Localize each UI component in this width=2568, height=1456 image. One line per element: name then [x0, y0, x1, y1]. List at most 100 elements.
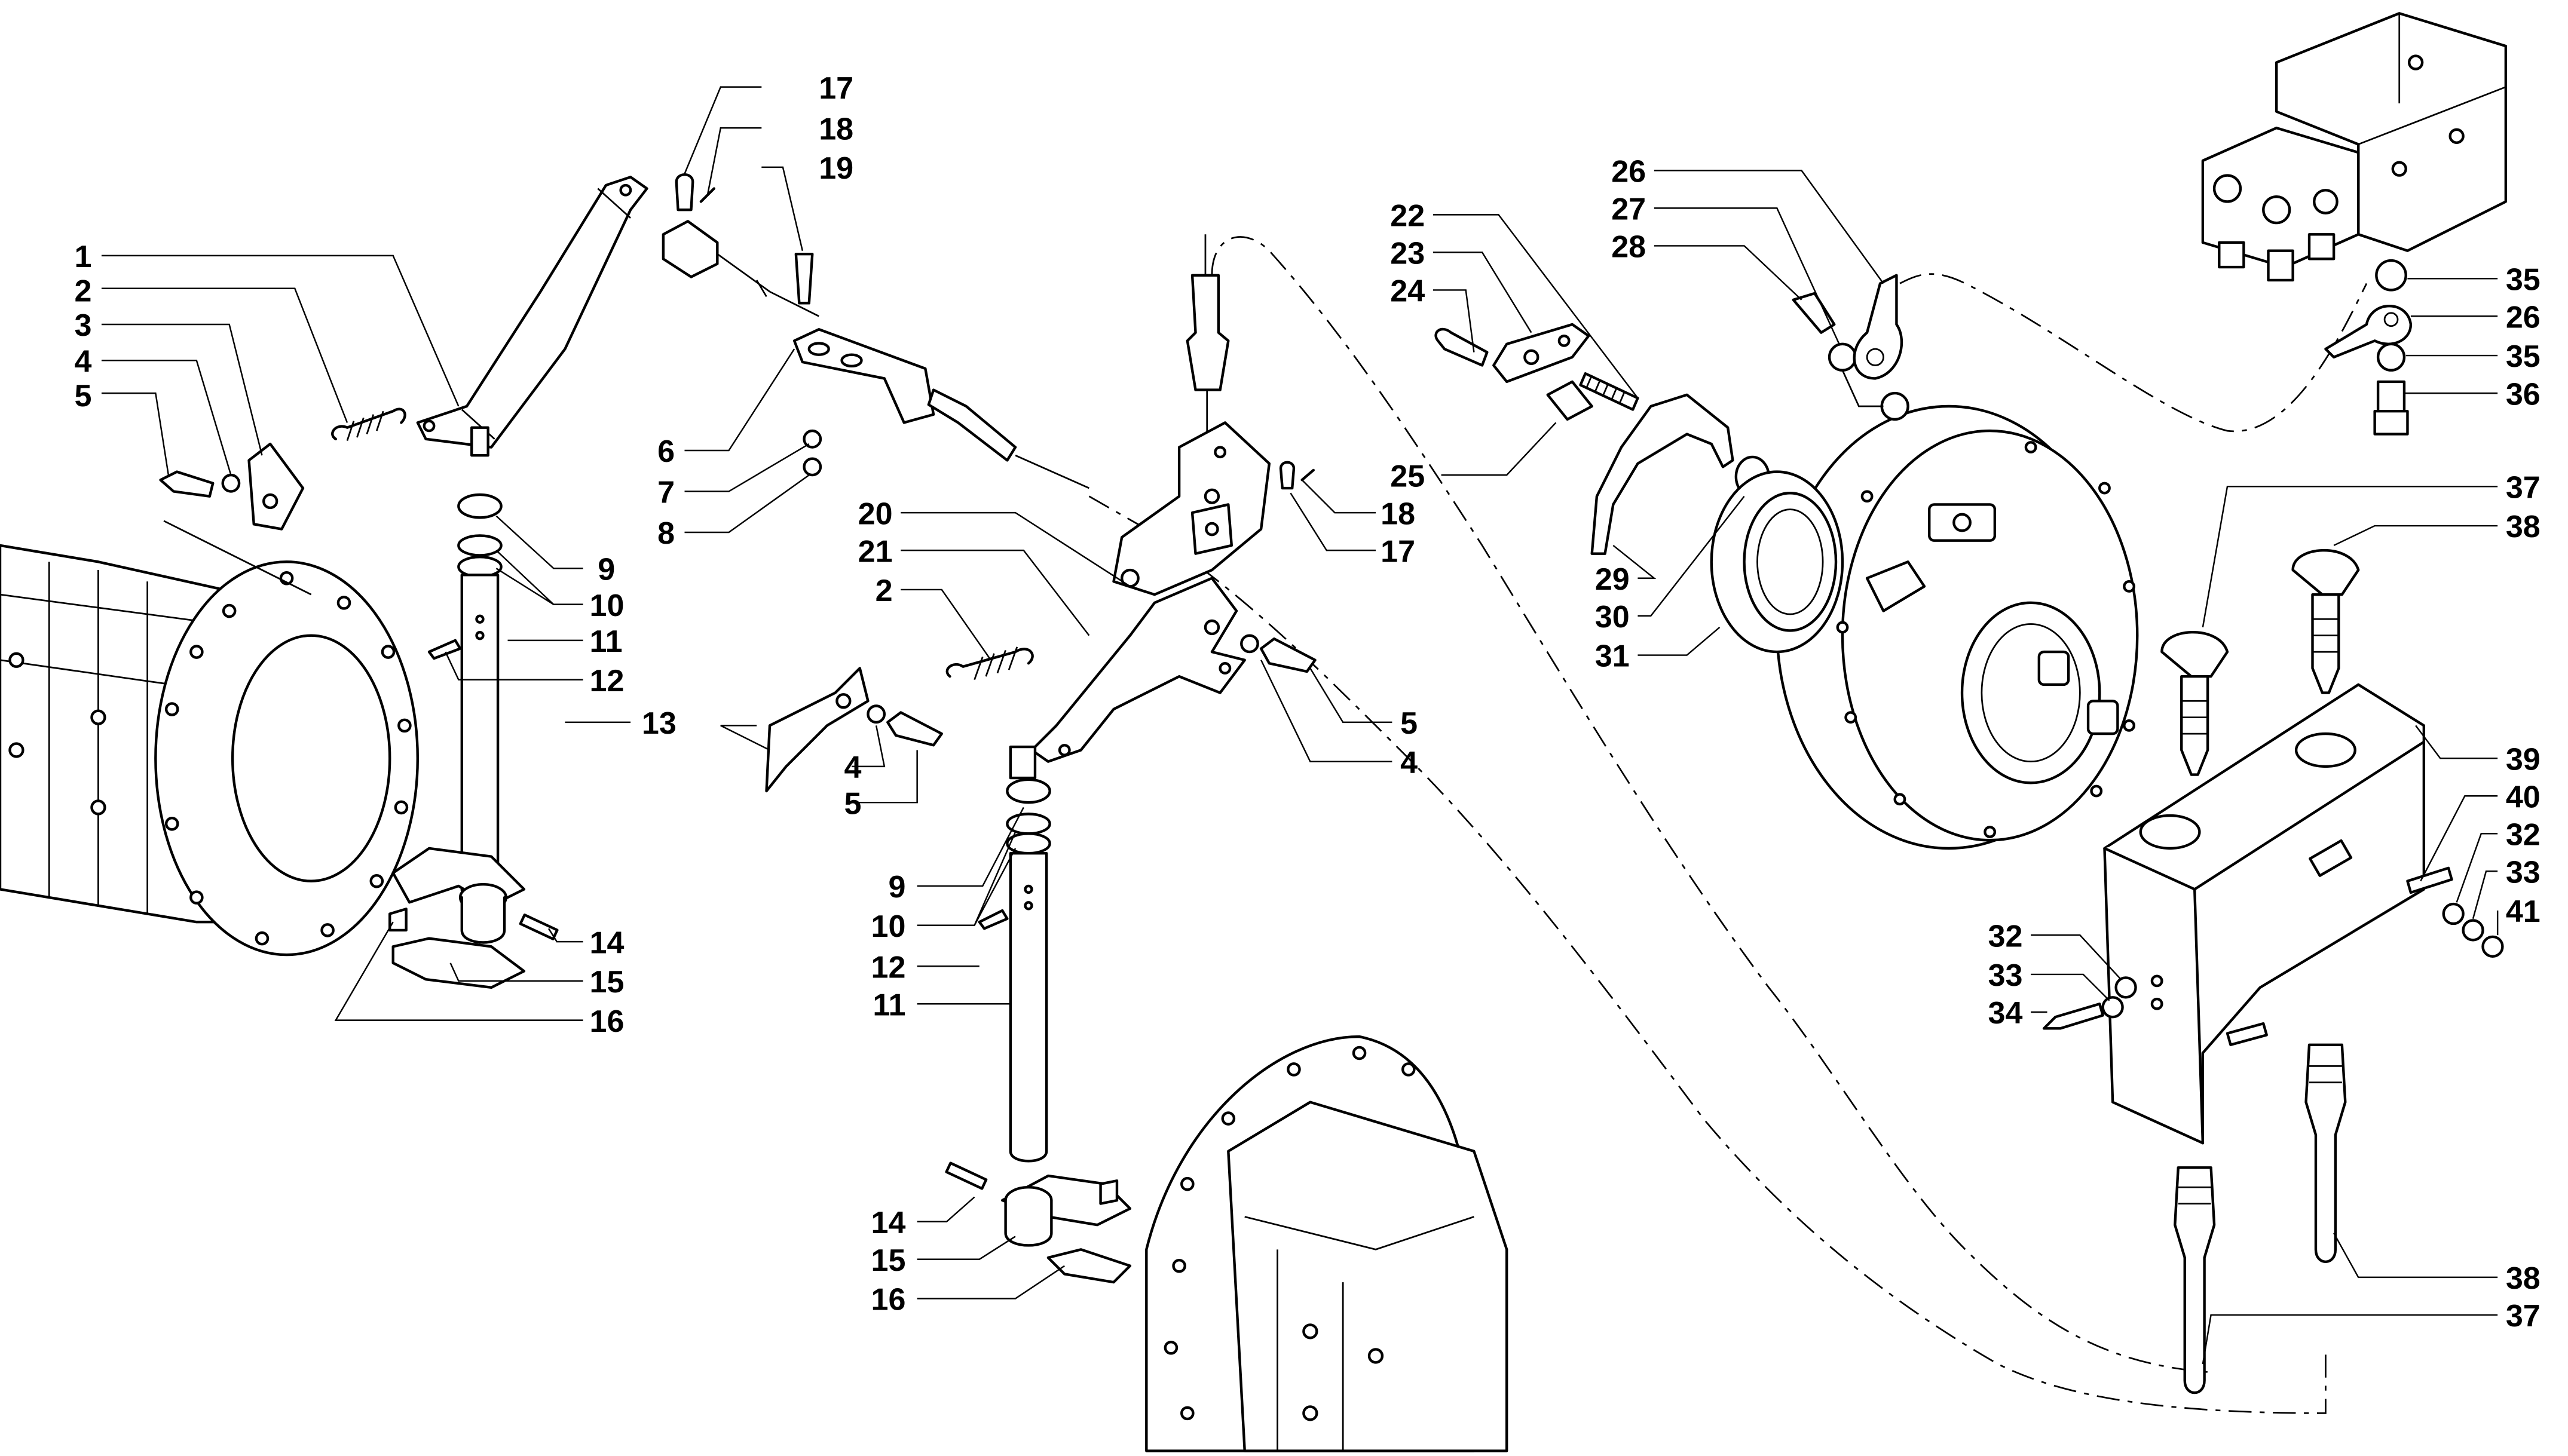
callout-26b: 26 [2506, 300, 2541, 335]
callout-32b: 32 [1988, 919, 2023, 954]
part-21-lever [1030, 577, 1246, 763]
diff-housing-lug [1865, 560, 1926, 612]
part-10-oring-a [457, 534, 503, 557]
part-12b-rollpin [978, 909, 1009, 930]
part-33b-washer [2101, 996, 2124, 1019]
differential-housing [1776, 404, 2139, 850]
callout-18: 18 [819, 112, 853, 146]
part-9b-snapring [1006, 778, 1051, 804]
callout-10b: 10 [871, 909, 906, 944]
callout-5b: 5 [844, 786, 862, 821]
left-axle-housing [0, 520, 420, 957]
callout-12b: 12 [871, 950, 906, 985]
callout-4: 4 [75, 344, 92, 379]
part-5b-bolt [886, 711, 943, 747]
callout-41: 41 [2506, 894, 2541, 929]
diff-housing-bore [1960, 601, 2101, 784]
part-10-oring-b [457, 555, 503, 578]
part-4c-washer [1240, 634, 1259, 654]
part-35-washer [2375, 259, 2407, 292]
part-5c-bolt [1259, 637, 1317, 673]
callout-39: 39 [2506, 742, 2541, 777]
callout-2b: 2 [876, 574, 893, 608]
part-40-stud [2406, 866, 2453, 894]
part-41-nut [2481, 935, 2504, 958]
part-32b-washer [2114, 976, 2137, 999]
housing-body [1227, 1101, 1508, 1452]
cable-route-middle [1088, 495, 2327, 1414]
part-25-sleeve [1546, 380, 1593, 421]
part-20-bracket [1112, 421, 1271, 596]
part-14b-pin [945, 1161, 988, 1190]
callout-35b: 35 [2506, 339, 2541, 374]
part-14-pin [519, 914, 559, 940]
part-5-bolt [159, 470, 215, 498]
part-27b-washer [1880, 391, 1909, 421]
axle-flange-bore [231, 634, 391, 882]
center-axle-housing [1145, 1035, 1508, 1452]
part-27-washer [1828, 342, 1857, 372]
callout-15: 15 [590, 965, 625, 1000]
part-16b-key [1046, 1248, 1132, 1284]
callout-40: 40 [2506, 780, 2541, 814]
callout-10: 10 [590, 588, 625, 623]
callout-37: 37 [2506, 470, 2541, 505]
part-7-lockwasher [803, 429, 822, 449]
part-2b-spring [945, 648, 1034, 678]
callout-labels: 1 2 3 4 5 17 18 19 6 7 8 9 10 11 12 13 1… [75, 71, 2541, 1334]
housing-bolt-holes [1164, 1046, 1416, 1421]
callout-26: 26 [1611, 155, 1646, 189]
center-linkage [765, 234, 1317, 1284]
part-11b-shaft [1009, 851, 1048, 1163]
callout-17b: 17 [1381, 534, 1415, 569]
callout-32: 32 [2506, 817, 2541, 852]
part-38-switch [2291, 548, 2360, 596]
cable-route-left [1211, 236, 2211, 1374]
callout-37b: 37 [2506, 1299, 2541, 1334]
upper-cable-end [1186, 274, 1230, 391]
part-28-bolt [1792, 292, 1836, 334]
callout-38: 38 [2506, 510, 2541, 544]
callout-5c: 5 [1400, 706, 1418, 741]
callout-36: 36 [2506, 377, 2541, 412]
part-6-bracket [792, 328, 935, 424]
callout-33b: 33 [1988, 958, 2023, 993]
callout-16b: 16 [871, 1283, 906, 1317]
part-8-nut [803, 457, 822, 477]
part-1-pin [470, 426, 489, 457]
callout-4b: 4 [844, 750, 862, 785]
callout-34: 34 [1988, 996, 2023, 1031]
leader-lines [101, 86, 2499, 1365]
part-29-fork [1590, 393, 1734, 555]
callout-29: 29 [1595, 562, 1630, 597]
shift-fork-assembly [1434, 274, 1909, 654]
callout-14b: 14 [871, 1206, 906, 1240]
part-16-key [388, 908, 408, 932]
callout-18b: 18 [1381, 496, 1415, 531]
hose-route-upper [1899, 273, 2368, 433]
clevis [662, 220, 719, 278]
center-pin [1009, 745, 1037, 780]
callout-22: 22 [1390, 199, 1425, 234]
callout-4c: 4 [1400, 746, 1418, 780]
left-linkage [159, 173, 1089, 989]
part-34-bolt [2042, 1003, 2104, 1030]
part-35b-washer [2376, 342, 2406, 372]
callout-5: 5 [75, 379, 92, 413]
part-18b-cotter [1300, 468, 1315, 482]
callout-6: 6 [657, 434, 675, 469]
part-39-bracket [2103, 683, 2426, 1145]
callout-3: 3 [75, 308, 92, 343]
callout-35: 35 [2506, 262, 2541, 297]
part-17-pin [675, 173, 694, 211]
lower-stud [2226, 1022, 2268, 1046]
callout-12: 12 [590, 664, 625, 698]
part-36-bolt [2373, 380, 2409, 436]
callout-13: 13 [642, 706, 677, 741]
part-24-screw [1434, 327, 1489, 367]
valve-block [2201, 12, 2508, 282]
callout-33: 33 [2506, 855, 2541, 890]
callout-7: 7 [657, 476, 675, 510]
callout-17: 17 [819, 71, 853, 106]
